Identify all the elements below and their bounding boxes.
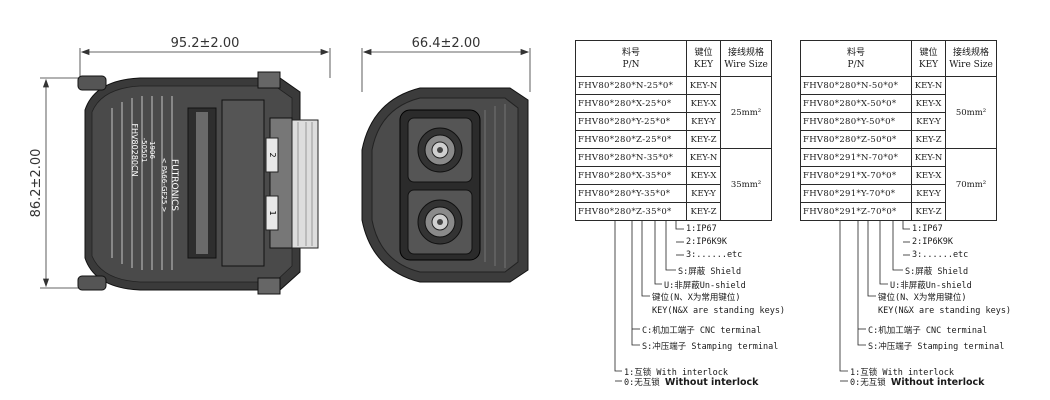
wire-size-cell: 35mm²: [720, 148, 772, 221]
connector-side-view: [77, 71, 319, 295]
legend-cnc-terminal: C:机加工端子 CNC terminal: [868, 326, 988, 336]
legend-leaders-1: [614, 216, 684, 382]
wire-size-cell: 70mm²: [945, 148, 997, 221]
material-label: < PA66-GF25 >: [160, 158, 168, 213]
front-view-dimensions: [361, 48, 531, 92]
legend-ip-3: 3:......etc: [912, 250, 969, 260]
wire-size-cell: 50mm²: [945, 76, 997, 149]
legend-leaders-2: [839, 216, 910, 382]
legend-key-cn: 键位(N、X为常用键位): [878, 293, 967, 303]
width-dimension-label: 95.2±2.00: [171, 36, 240, 51]
legend-interlock: 1:互锁 With interlock: [624, 368, 728, 378]
legend-key-cn: 键位(N、X为常用键位): [652, 293, 741, 303]
legend-interlock: 1:互锁 With interlock: [850, 368, 954, 378]
terminal-upper: [417, 127, 463, 173]
front-view-ribs: [484, 104, 506, 268]
table-row: FHV80*280*X-35*0*KEY-X: [575, 166, 772, 185]
legend-no-interlock: 0:无互锁 Without interlock: [624, 377, 759, 388]
pin-1-label: 1: [268, 210, 277, 215]
code-label: -50501: [140, 138, 148, 163]
legend-ip-3: 3:......etc: [686, 250, 743, 260]
table-row: FHV80*280*Z-25*0*KEY-Z: [575, 130, 772, 149]
legend-key-en: KEY(N&X are standing keys): [652, 306, 786, 316]
height-dimension-label: 86.2±2.00: [29, 149, 44, 218]
legend-unshield: U:非屏蔽Un-shield: [664, 281, 746, 291]
legend-stamping-terminal: S:冲压端子 Stamping terminal: [642, 342, 779, 352]
depth-dimension-label: 66.4±2.00: [412, 36, 481, 51]
side-view-dimensions: [40, 48, 331, 289]
terminal-lower: [417, 199, 463, 245]
legend-ip-2: 2:IP6K9K: [686, 237, 727, 247]
legend-key-en: KEY(N&X are standing keys): [878, 306, 1012, 316]
legend-stamping-terminal: S:冲压端子 Stamping terminal: [868, 342, 1005, 352]
legend-ip-1: 1:IP67: [912, 224, 943, 234]
legend-unshield: U:非屏蔽Un-shield: [890, 281, 972, 291]
brand-label: FUTRONICS: [169, 159, 179, 211]
table-row: FHV80*280*Y-25*0*KEY-Y: [575, 112, 772, 131]
pin-2-label: 2: [268, 152, 277, 157]
wire-size-cell: 25mm²: [720, 76, 772, 149]
table-row: FHV80*291*Z-70*0*KEY-Z: [800, 202, 997, 221]
date-label: 1906: [148, 141, 156, 159]
legend-ip-1: 1:IP67: [686, 224, 717, 234]
table-row: FHV80*280*Z-35*0*KEY-Z: [575, 202, 772, 221]
model-label: FHV80280CN: [130, 123, 139, 176]
connector-front-view: [361, 87, 529, 283]
legend-shield: S:屏蔽 Shield: [905, 267, 969, 277]
legend-cnc-terminal: C:机加工端子 CNC terminal: [642, 326, 762, 336]
legend-no-interlock: 0:无互锁 Without interlock: [850, 377, 985, 388]
legend-ip-2: 2:IP6K9K: [912, 237, 953, 247]
legend-shield: S:屏蔽 Shield: [678, 267, 742, 277]
